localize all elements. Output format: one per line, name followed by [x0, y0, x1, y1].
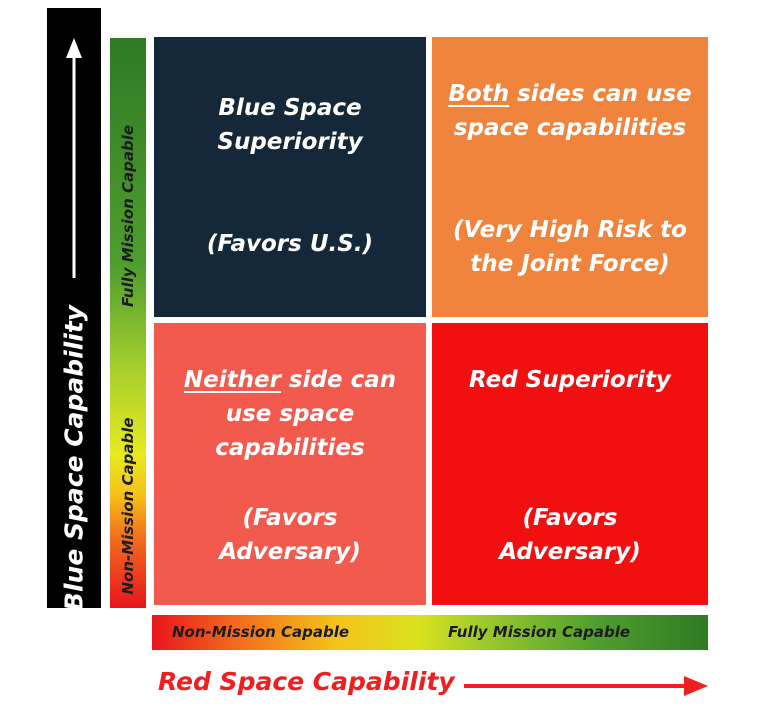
quadrant-note: (Favors	[242, 505, 338, 531]
quadrant-title-line: use space	[225, 401, 355, 427]
y-tick-non-mission-capable: Non-Mission Capable	[119, 417, 137, 595]
y-axis-label: Blue Space Capability	[59, 304, 89, 612]
x-tick-non-mission-capable: Non-Mission Capable	[172, 623, 350, 641]
x-tick-fully-mission-capable: Fully Mission Capable	[448, 623, 631, 641]
y-capability-gradient: Fully Mission Capable Non-Mission Capabl…	[110, 38, 146, 608]
quadrant-title-line: Both sides can use	[448, 77, 691, 111]
quadrant-note: (Favors U.S.)	[206, 231, 374, 257]
quadrant-title-line: Superiority	[217, 129, 363, 155]
quadrant-title-line: Blue Space	[218, 95, 362, 121]
quadrant-red-superiority: Red Superiority (Favors Adversary)	[432, 323, 708, 605]
up-arrow-icon	[66, 38, 82, 278]
y-tick-fully-mission-capable: Fully Mission Capable	[119, 124, 137, 308]
quadrant-note: Adversary)	[219, 539, 361, 565]
quadrant-note: the Joint Force)	[470, 251, 670, 277]
emphasis-both: Both	[448, 81, 510, 107]
quadrant-title-text: sides can use	[509, 81, 692, 107]
emphasis-neither: Neither	[183, 367, 281, 393]
y-axis-bar: Blue Space Capability	[47, 8, 101, 612]
x-axis-label: Red Space Capability	[158, 667, 455, 696]
quadrant-title-line: space capabilities	[453, 115, 687, 141]
quadrant-note: (Favors	[522, 505, 618, 531]
quadrant-title-line: capabilities	[215, 435, 365, 461]
quadrant-note: Adversary)	[499, 539, 641, 565]
quadrant-blue-superiority: Blue Space Superiority (Favors U.S.)	[154, 37, 426, 317]
quadrant-title-line: Neither side can	[184, 363, 396, 397]
right-arrow-icon	[464, 676, 708, 696]
quadrant-both-sides: Both sides can use space capabilities (V…	[432, 37, 708, 317]
quadrant-title-text: side can	[280, 367, 397, 393]
x-capability-gradient: Non-Mission Capable Fully Mission Capabl…	[152, 615, 708, 650]
quadrant-note: (Very High Risk to	[453, 217, 687, 243]
quadrant-title-line: Red Superiority	[469, 367, 671, 393]
quadrant-neither-side: Neither side can use space capabilities …	[154, 323, 426, 605]
